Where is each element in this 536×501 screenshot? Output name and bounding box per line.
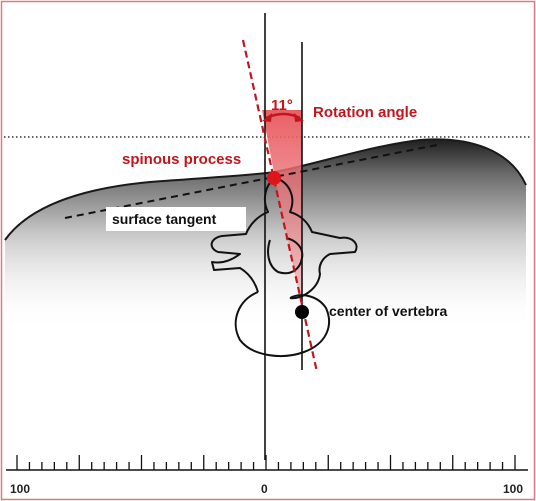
rotation-axis-line: [241, 39, 319, 373]
rotation-angle-label: Rotation angle: [313, 104, 417, 121]
ruler-label-left: 100: [10, 482, 30, 496]
surface-tangent-label: surface tangent: [112, 211, 217, 227]
surface-tangent-line: [64, 143, 443, 219]
ruler-ticks: [16, 455, 516, 470]
spinous-process-point: [267, 171, 281, 185]
angle-arc-arrow-left: [262, 113, 272, 122]
vertebra-center-point: [295, 305, 309, 319]
center-of-vertebra-label: center of vertebra: [329, 303, 447, 319]
ruler-label-right: 100: [503, 482, 523, 496]
surface-tangent-label-bg: [106, 207, 246, 231]
ruler-label-center: 0: [261, 482, 268, 496]
spinous-process-label: spinous process: [122, 151, 241, 168]
spinous-process-label-bg: [118, 148, 252, 170]
angle-value-label: 11°: [271, 97, 293, 114]
angle-arc-arrow-right: [294, 113, 304, 122]
ruler: 100 0 100: [6, 455, 528, 496]
